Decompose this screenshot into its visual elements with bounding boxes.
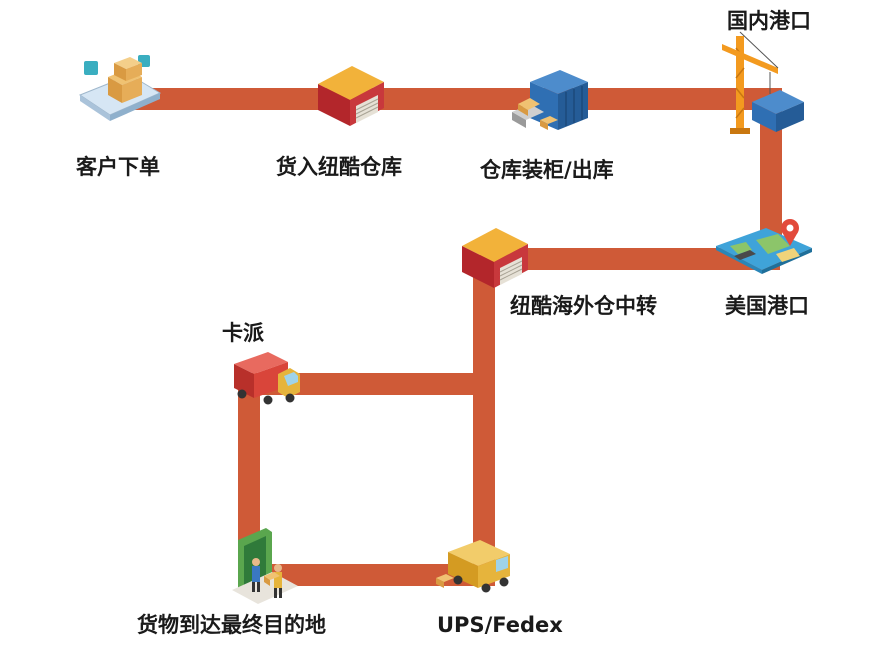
step-label-truck-delivery: 卡派 xyxy=(222,321,264,345)
delivery-van-icon xyxy=(436,540,510,593)
step-label-us-port: 美国港口 xyxy=(725,294,809,318)
step-label-container-out: 仓库装柜/出库 xyxy=(480,158,614,182)
step-label-final-destination: 货物到达最终目的地 xyxy=(137,613,326,637)
port-crane-icon xyxy=(722,31,804,134)
door-delivery-icon xyxy=(232,528,298,604)
path-segment-warehouse-to-container xyxy=(340,88,540,110)
step-label-customer-order: 客户下单 xyxy=(76,155,160,179)
path-segment-container-to-port xyxy=(540,88,780,110)
path-segment-us-port-to-overseas-warehouse xyxy=(480,248,780,270)
path-segment-overseas-warehouse-down xyxy=(473,258,495,578)
step-label-domestic-port: 国内港口 xyxy=(727,9,811,33)
warehouse-icon xyxy=(462,228,528,288)
order-phone-boxes-icon xyxy=(78,55,162,121)
path-segment-branch-to-truck xyxy=(252,373,495,395)
warehouse-icon xyxy=(318,66,384,126)
step-label-overseas-warehouse: 纽酷海外仓中转 xyxy=(510,294,657,318)
map-pin-ship-icon xyxy=(716,219,812,274)
path-segment-truck-down xyxy=(238,383,260,578)
path-segment-order-to-warehouse xyxy=(128,88,348,110)
logistics-truck-icon xyxy=(234,352,300,405)
step-label-warehouse-in: 货入纽酷仓库 xyxy=(276,155,402,179)
flow-path xyxy=(128,88,782,586)
step-label-ups-fedex: UPS/Fedex xyxy=(437,613,563,637)
container-loading-icon xyxy=(512,70,588,130)
path-segment-van-to-destination xyxy=(238,564,495,586)
